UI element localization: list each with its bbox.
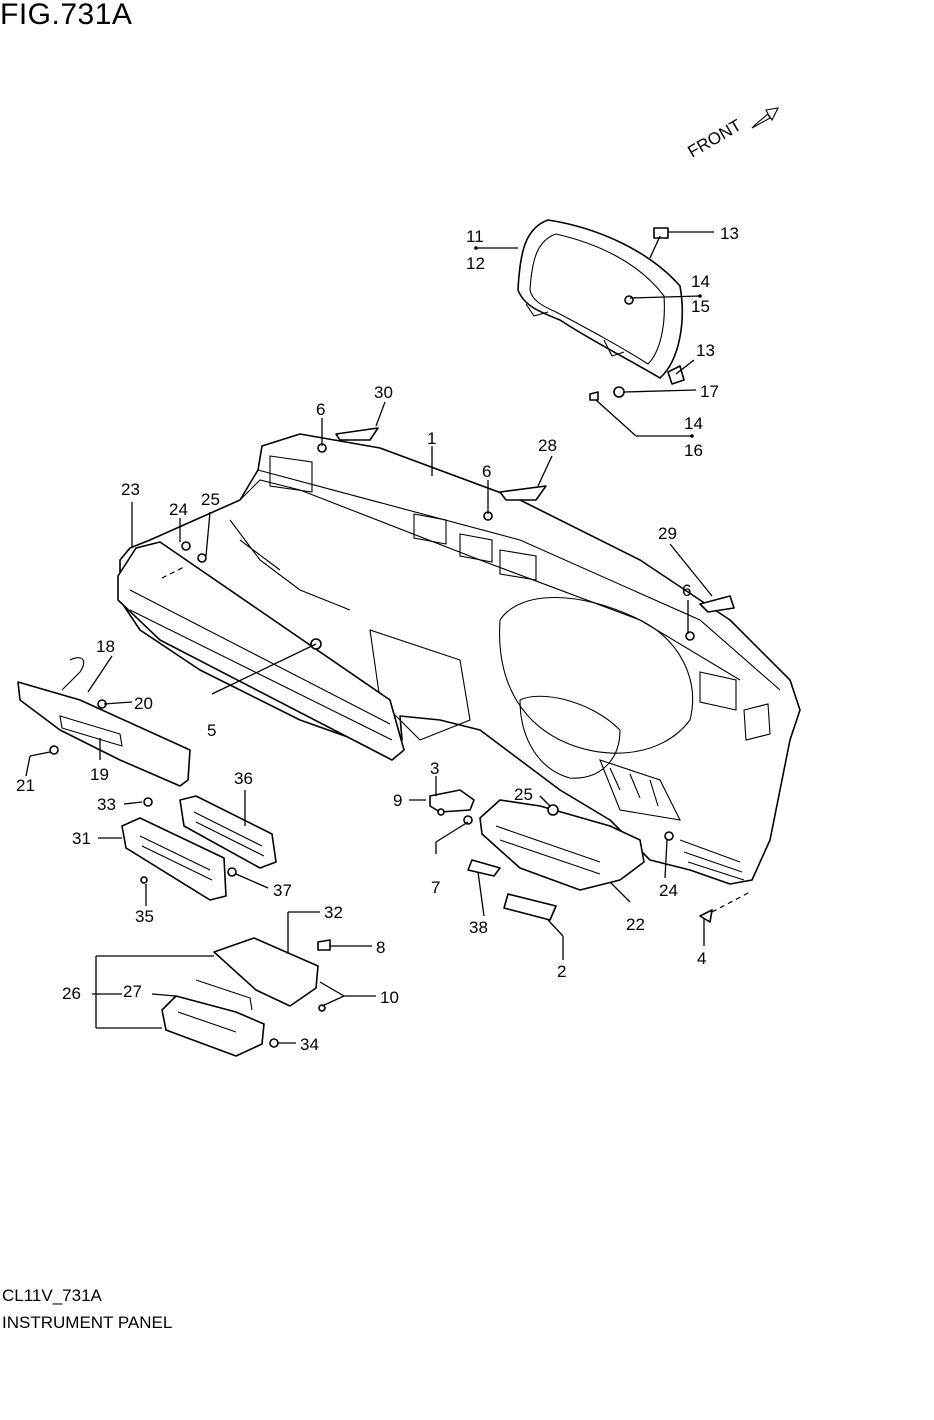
meter-hood-part bbox=[517, 219, 683, 379]
callout-labels: 1 2 3 4 5 6 6 6 7 8 9 10 11 12 13 13 14 … bbox=[16, 224, 739, 1054]
callout-14-15-dot bbox=[698, 294, 702, 298]
instrument-panel-main-part bbox=[119, 433, 801, 885]
callout-14-16-dot bbox=[690, 434, 694, 438]
callout-36: 36 bbox=[234, 769, 253, 788]
callout-5: 5 bbox=[207, 721, 216, 740]
front-arrow-icon bbox=[751, 107, 779, 129]
vent-grille-part bbox=[503, 893, 557, 921]
callout-11-12-dot bbox=[474, 246, 478, 250]
callout-3: 3 bbox=[430, 759, 439, 778]
callout-6-left: 6 bbox=[316, 400, 325, 419]
console-tray-part bbox=[161, 937, 319, 1057]
callout-32: 32 bbox=[324, 903, 343, 922]
callout-8: 8 bbox=[376, 938, 385, 957]
bracket-part bbox=[429, 789, 475, 813]
callout-26: 26 bbox=[62, 984, 81, 1003]
lower-right-cover-part bbox=[479, 799, 645, 891]
left-lower-panel-part bbox=[17, 657, 191, 787]
callout-17: 17 bbox=[700, 382, 719, 401]
callout-7: 7 bbox=[431, 878, 440, 897]
leader-lines bbox=[25, 231, 751, 1044]
figure-title: FIG.731A bbox=[0, 0, 133, 31]
callout-6-right: 6 bbox=[682, 581, 691, 600]
front-label: FRONT bbox=[685, 116, 745, 162]
callout-37: 37 bbox=[273, 881, 292, 900]
callout-19: 19 bbox=[90, 765, 109, 784]
callout-2: 2 bbox=[557, 962, 566, 981]
callout-38: 38 bbox=[469, 918, 488, 937]
callout-9: 9 bbox=[393, 791, 402, 810]
callout-13-lower: 13 bbox=[696, 341, 715, 360]
front-direction-marker: FRONT bbox=[685, 107, 779, 162]
callout-4: 4 bbox=[697, 949, 706, 968]
callout-15: 15 bbox=[691, 297, 710, 316]
callout-34: 34 bbox=[300, 1035, 319, 1054]
callout-14-upper: 14 bbox=[691, 272, 710, 291]
callout-10: 10 bbox=[380, 988, 399, 1007]
callout-24-right: 24 bbox=[659, 881, 678, 900]
callout-24-left: 24 bbox=[169, 500, 188, 519]
callout-16: 16 bbox=[684, 441, 703, 460]
callout-35: 35 bbox=[135, 907, 154, 926]
figure-code: CL11V_731A bbox=[2, 1286, 102, 1305]
callout-28: 28 bbox=[538, 436, 557, 455]
callout-29: 29 bbox=[658, 524, 677, 543]
callout-33: 33 bbox=[97, 795, 116, 814]
fasteners-group bbox=[49, 227, 735, 1048]
callout-13-top: 13 bbox=[720, 224, 739, 243]
callout-11: 11 bbox=[466, 227, 484, 246]
callout-6-center: 6 bbox=[482, 462, 491, 481]
callout-20: 20 bbox=[134, 694, 153, 713]
callout-25-left: 25 bbox=[201, 490, 220, 509]
callout-21: 21 bbox=[16, 776, 35, 795]
callout-22: 22 bbox=[626, 915, 645, 934]
callout-25-right: 25 bbox=[514, 785, 533, 804]
callout-18: 18 bbox=[96, 637, 115, 656]
figure-name: INSTRUMENT PANEL bbox=[2, 1313, 173, 1332]
center-cluster-part bbox=[121, 795, 277, 901]
callout-1: 1 bbox=[427, 429, 436, 448]
lower-left-cover-part bbox=[117, 541, 405, 761]
callout-30: 30 bbox=[374, 383, 393, 402]
callout-12: 12 bbox=[466, 254, 485, 273]
callout-14-lower: 14 bbox=[684, 414, 703, 433]
trim-plate-part bbox=[467, 859, 501, 877]
callout-31: 31 bbox=[72, 829, 91, 848]
callout-27: 27 bbox=[123, 982, 142, 1001]
callout-23: 23 bbox=[121, 480, 140, 499]
